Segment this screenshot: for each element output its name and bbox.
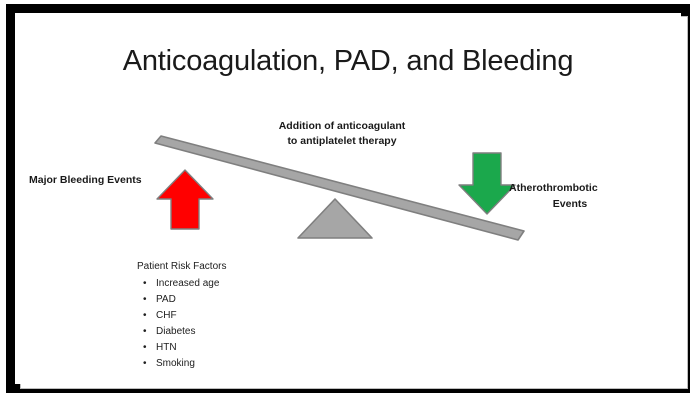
balance-diagram: [154, 135, 525, 241]
green-down-arrow-icon: [458, 152, 516, 215]
risk-factors-heading: Patient Risk Factors: [137, 261, 227, 272]
list-item: • Diabetes: [137, 324, 357, 340]
list-item-label: Diabetes: [156, 326, 196, 337]
list-item-label: Smoking: [156, 358, 195, 369]
right-label-atherothrombotic-events: Atherothrombotic Events: [509, 181, 659, 213]
bullet-icon: •: [143, 310, 147, 321]
list-item-label: PAD: [156, 294, 176, 305]
center-caption-line-2: to antiplatelet therapy: [287, 135, 397, 148]
gray-tilted-beam-icon: [154, 135, 525, 241]
slide-canvas: Anticoagulation, PAD, and Bleeding Addit…: [15, 13, 681, 384]
right-label-line-2: Events: [552, 197, 588, 210]
risk-factors-list: • Increased age • PAD • CHF • Diabetes • HTN • Smok…: [137, 276, 357, 372]
center-caption: Addition of anticoagulant to antiplatele…: [231, 119, 453, 149]
page-title: Anticoagulation, PAD, and Bleeding: [122, 45, 574, 77]
center-caption-line-1: Addition of anticoagulant: [278, 120, 406, 132]
list-item: • Increased age: [137, 276, 357, 292]
bullet-icon: •: [143, 326, 147, 337]
gray-triangle-fulcrum-icon: [297, 198, 373, 239]
list-item: • CHF: [137, 308, 357, 324]
red-up-arrow-icon: [156, 169, 214, 230]
list-item-label: CHF: [156, 310, 177, 321]
list-item: • HTN: [137, 340, 357, 356]
bullet-icon: •: [143, 278, 147, 289]
left-label-major-bleeding-events: Major Bleeding Events: [29, 174, 142, 186]
list-item-label: Increased age: [156, 278, 220, 289]
patient-risk-factors-block: Patient Risk Factors •Increased age•PAD•…: [137, 259, 357, 372]
list-item: • Smoking: [137, 356, 357, 372]
bullet-icon: •: [143, 358, 147, 369]
list-item: • PAD: [137, 292, 357, 308]
right-label-line-1: Atherothrombotic: [509, 182, 598, 194]
bullet-icon: •: [143, 294, 147, 305]
list-item-label: HTN: [156, 342, 177, 353]
bullet-icon: •: [143, 342, 147, 353]
